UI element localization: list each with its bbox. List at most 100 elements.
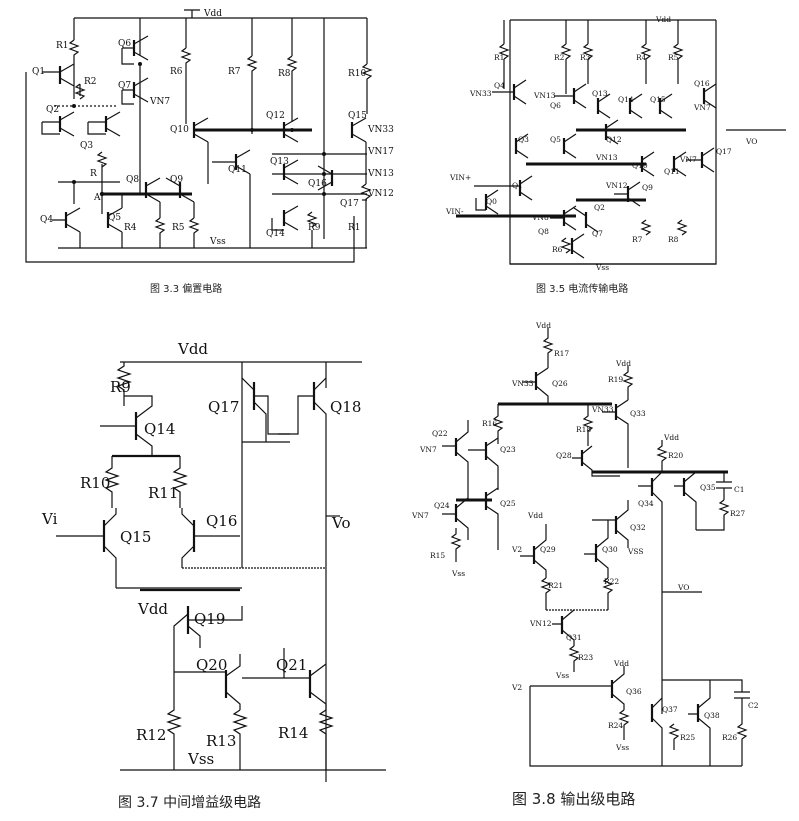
label-q9: Q9 — [642, 183, 653, 192]
label-q29: Q29 — [540, 545, 556, 554]
label-r10: R10 — [80, 474, 110, 492]
label-q33: Q33 — [630, 409, 646, 418]
label-q38: Q38 — [704, 711, 720, 720]
label-r25: R25 — [680, 733, 695, 742]
label-r8: R8 — [278, 69, 291, 79]
label-q1: Q1 — [32, 67, 45, 77]
label-r1-bottom: R1 — [348, 223, 361, 233]
label-r14: R14 — [278, 724, 308, 742]
label-vn33: VN33 — [469, 89, 492, 98]
caption-fig-3-7: 图 3.7 中间增益级电路 — [118, 795, 262, 811]
label-q8: Q8 — [538, 227, 549, 236]
label-vdd: Vdd — [655, 15, 671, 24]
label-q3: Q3 — [518, 135, 529, 144]
caption-fig-3-5: 图 3.5 电流传输电路 — [536, 284, 629, 295]
label-q19: Q19 — [194, 610, 225, 628]
caption-fig-3-8: 图 3.8 输出级电路 — [512, 790, 636, 808]
label-vi: Vi — [41, 510, 58, 528]
label-vss: Vss — [595, 263, 609, 272]
label-vn8: VN8 — [531, 213, 549, 222]
label-r8: R8 — [668, 235, 679, 244]
label-r12: R12 — [136, 726, 166, 744]
label-vdd-r20: Vdd — [663, 433, 679, 442]
label-q4: Q4 — [494, 81, 505, 90]
label-q15: Q15 — [348, 111, 367, 121]
figure-3-7-intermediate-gain-stage: Vdd R9 Q14 Q17 Q18 R10 R11 Vi Q15 Q16 Vo… — [40, 336, 390, 782]
label-vn13-lower: VN13 — [595, 153, 618, 162]
label-vn33-q26: VN33 — [511, 379, 534, 388]
label-vo: VO — [745, 137, 757, 146]
label-q34: Q34 — [638, 499, 654, 508]
label-q7: Q7 — [592, 229, 603, 238]
label-q25: Q25 — [500, 499, 516, 508]
label-v2-q29: V2 — [511, 545, 522, 554]
label-r26: R26 — [722, 733, 737, 742]
label-vss: Vss — [187, 750, 214, 768]
label-vn13: VN13 — [533, 91, 556, 100]
label-vin-minus: VIN- — [445, 207, 464, 216]
label-r: R — [90, 169, 97, 179]
label-r3: R3 — [580, 53, 591, 62]
label-q6: Q6 — [550, 101, 561, 110]
label-q0: Q0 — [486, 197, 497, 206]
label-q3: Q3 — [80, 141, 93, 151]
figure-3-5-current-transfer-circuit: Vdd R1 R2 R3 R4 R5 VN33 Q4 VN13 Q6 Q13 Q… — [445, 14, 794, 272]
label-q14: Q14 — [144, 420, 175, 438]
label-vn7-q24: VN7 — [411, 511, 429, 520]
label-vdd-q36: Vdd — [613, 659, 629, 668]
label-q17: Q17 — [208, 398, 239, 416]
label-q32: Q32 — [630, 523, 646, 532]
label-vdd-q26: Vdd — [535, 321, 551, 330]
label-r5: R5 — [668, 53, 679, 62]
label-vdd: Vdd — [203, 9, 222, 19]
label-q23: Q23 — [500, 445, 516, 454]
label-vss-r15: Vss — [451, 569, 465, 578]
label-vss-r24: Vss — [615, 743, 629, 752]
label-q17: Q17 — [716, 147, 732, 156]
label-q6: Q6 — [118, 39, 131, 49]
label-q2: Q2 — [46, 105, 59, 115]
label-vss-r23: Vss — [555, 671, 569, 680]
label-vn33-q33: VN33 — [591, 405, 614, 414]
label-vn7: VN7 — [693, 103, 711, 112]
caption-fig-3-3: 图 3.3 偏置电路 — [150, 284, 223, 295]
label-r1: R1 — [56, 41, 69, 51]
label-vn12: VN12 — [605, 181, 628, 190]
label-r13: R13 — [206, 732, 236, 750]
label-q15: Q15 — [120, 528, 151, 546]
label-r7: R7 — [632, 235, 643, 244]
label-q31: Q31 — [566, 633, 582, 642]
label-r24: R24 — [608, 721, 623, 730]
label-r16: R16 — [482, 419, 497, 428]
label-q5: Q5 — [550, 135, 561, 144]
label-r5: R5 — [172, 223, 185, 233]
label-r17: R17 — [554, 349, 569, 358]
output-stage-diagram: Vdd R17 VN33 Q26 Vdd R19 VN33 Q33 R16 R1… — [411, 321, 759, 767]
figure-3-8-output-stage: Vdd R17 VN33 Q26 Vdd R19 VN33 Q33 R16 R1… — [411, 320, 796, 772]
label-vn7-lower: VN7 — [679, 155, 697, 164]
label-q14: Q14 — [266, 229, 285, 239]
label-vdd-q33: Vdd — [615, 359, 631, 368]
label-q26: Q26 — [552, 379, 568, 388]
label-a: A — [93, 193, 101, 203]
label-vss: Vss — [209, 237, 226, 247]
bias-circuit-diagram: Vdd R1 R2 Q1 Q2 Q3 Q4 Q5 Q6 Q7 VN7 R6 R7… — [25, 9, 394, 263]
label-q5: Q5 — [108, 213, 121, 223]
label-q12: Q12 — [266, 111, 285, 121]
label-q35: Q35 — [700, 483, 716, 492]
label-vo: Vo — [331, 514, 351, 532]
label-vdd-q29: Vdd — [527, 511, 543, 520]
label-r27: R27 — [730, 509, 745, 518]
current-transfer-diagram: Vdd R1 R2 R3 R4 R5 VN33 Q4 VN13 Q6 Q13 Q… — [445, 15, 786, 272]
label-q12: Q12 — [606, 135, 622, 144]
label-r19: R19 — [608, 375, 623, 384]
label-c1: C1 — [734, 485, 745, 494]
label-q11: Q11 — [664, 167, 680, 176]
label-q30: Q30 — [602, 545, 618, 554]
label-q22: Q22 — [432, 429, 448, 438]
label-vss-q32: VSS — [627, 547, 644, 556]
label-q16: Q16 — [308, 179, 327, 189]
label-q2: Q2 — [594, 203, 605, 212]
label-q28: Q28 — [556, 451, 572, 460]
label-r15: R15 — [430, 551, 445, 560]
